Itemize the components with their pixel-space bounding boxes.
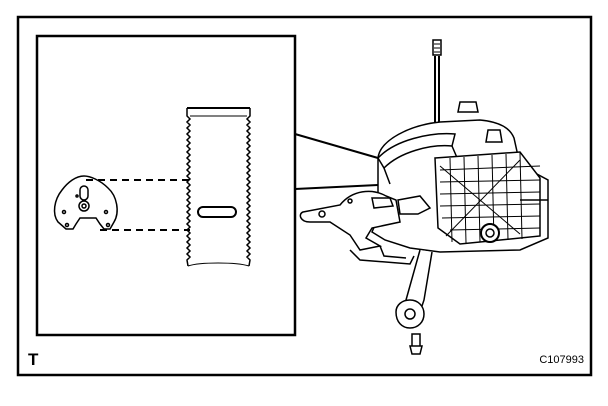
leader-line-top <box>294 133 379 159</box>
shift-lever-assembly <box>299 39 549 355</box>
slotted-strip <box>185 107 252 267</box>
inset-detail-panel <box>35 34 379 337</box>
indicator-plate <box>53 175 118 230</box>
corner-label: T <box>28 350 39 369</box>
leader-line-bottom <box>294 184 379 190</box>
figure-code: C107993 <box>539 354 584 366</box>
strip-slot <box>197 206 237 218</box>
pivot-bushing <box>480 223 500 243</box>
